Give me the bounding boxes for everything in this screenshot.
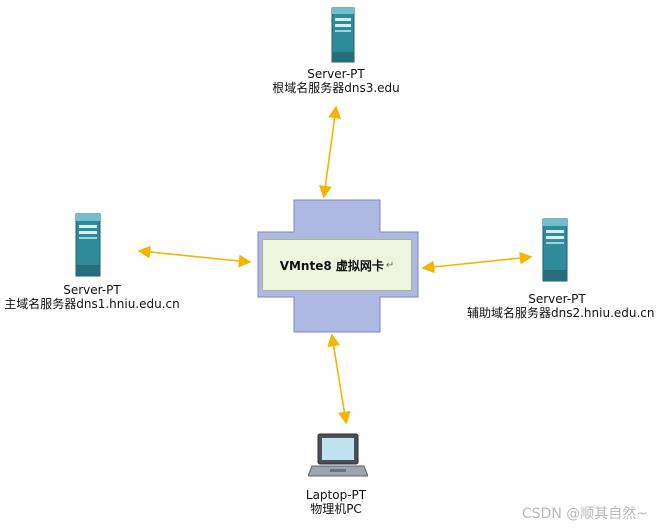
server-top[interactable] — [329, 6, 357, 68]
server-left-label: Server-PT 主域名服务器dns1.hniu.edu.cn — [4, 283, 180, 311]
server-right-label: Server-PT 辅助域名服务器dns2.hniu.edu.cn — [467, 292, 655, 320]
laptop-icon — [307, 433, 369, 477]
server-left-type: Server-PT — [63, 283, 121, 297]
server-top-type: Server-PT — [307, 67, 365, 81]
laptop-label: Laptop-PT 物理机PC — [266, 488, 406, 516]
server-left[interactable] — [73, 212, 103, 282]
vmnet8-label-box: VMnte8 虚拟网卡 ↵ — [262, 239, 412, 291]
server-right-name: 辅助域名服务器dns2.hniu.edu.cn — [467, 306, 655, 320]
watermark: CSDN @顺其自然~ — [521, 506, 648, 522]
laptop-bottom[interactable] — [307, 432, 369, 486]
link-left — [137, 245, 252, 268]
server-right-type: Server-PT — [528, 292, 586, 306]
link-right — [421, 251, 533, 274]
return-mark: ↵ — [385, 259, 395, 271]
server-icon — [542, 218, 568, 282]
laptop-type: Laptop-PT — [305, 488, 367, 502]
link-top — [319, 105, 341, 199]
server-icon — [331, 7, 355, 63]
server-right[interactable] — [540, 217, 570, 287]
laptop-name: 物理机PC — [310, 502, 362, 516]
vmnet8-label: VMnte8 虚拟网卡 — [279, 258, 384, 273]
server-top-name: 根域名服务器dns3.edu — [272, 81, 400, 95]
link-bottom — [327, 333, 351, 425]
server-left-name: 主域名服务器dns1.hniu.edu.cn — [4, 297, 180, 311]
server-top-label: Server-PT 根域名服务器dns3.edu — [248, 67, 424, 95]
server-icon — [75, 213, 101, 277]
